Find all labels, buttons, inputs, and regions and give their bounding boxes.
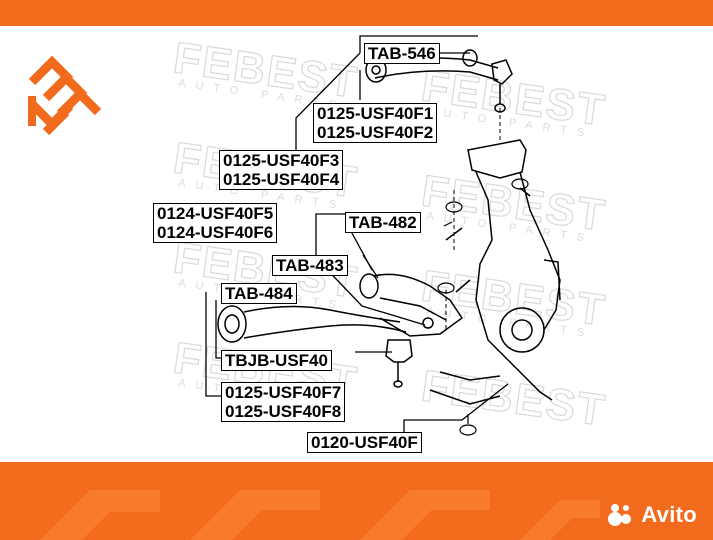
band-decoration — [40, 490, 600, 540]
part-number-usf40f2: 0125-USF40F2 — [317, 123, 434, 142]
part-number-usf40f4: 0125-USF40F4 — [223, 170, 340, 189]
watermark-text: FEBEST — [419, 361, 610, 435]
leader-lines — [205, 35, 509, 432]
part-number-usf40f8: 0125-USF40F8 — [225, 402, 342, 421]
part-label-usf40f7-f8[interactable]: 0125-USF40F7 0125-USF40F8 — [221, 382, 346, 422]
top-accent-bar — [0, 0, 713, 26]
part-label-usf40f5-f6[interactable]: 0124-USF40F5 0124-USF40F6 — [153, 203, 278, 243]
part-number-usf40f6: 0124-USF40F6 — [157, 223, 274, 242]
part-label-tab-482[interactable]: TAB-482 — [345, 212, 421, 233]
lower-rear-arm — [217, 305, 407, 343]
ball-joint — [385, 339, 413, 388]
avito-text: Avito — [641, 502, 697, 527]
avito-logo-icon — [608, 504, 632, 526]
part-label-usf40f[interactable]: 0120-USF40F — [307, 432, 422, 453]
avito-watermark: Avito — [605, 500, 697, 530]
part-label-usf40f3-f4[interactable]: 0125-USF40F3 0125-USF40F4 — [219, 150, 344, 190]
part-label-usf40f1-f2[interactable]: 0125-USF40F1 0125-USF40F2 — [313, 103, 438, 143]
part-number-usf40f5: 0124-USF40F5 — [157, 204, 274, 223]
part-number-usf40f7: 0125-USF40F7 — [225, 383, 342, 402]
lower-front-arm — [359, 273, 464, 337]
part-label-tab-483[interactable]: TAB-483 — [272, 255, 348, 276]
febest-logo — [28, 55, 102, 136]
part-label-tab-484[interactable]: TAB-484 — [221, 283, 297, 304]
part-number-usf40f3: 0125-USF40F3 — [223, 151, 340, 170]
steering-knuckle — [429, 139, 561, 405]
part-label-tbjb-usf40[interactable]: TBJB-USF40 — [221, 350, 332, 371]
knuckle-dashed-axes — [445, 108, 501, 330]
bottom-accent-band: Avito — [0, 462, 713, 540]
part-number-usf40f1: 0125-USF40F1 — [317, 104, 434, 123]
part-label-tab-546[interactable]: TAB-546 — [364, 43, 440, 64]
hardware-nuts — [437, 178, 529, 436]
